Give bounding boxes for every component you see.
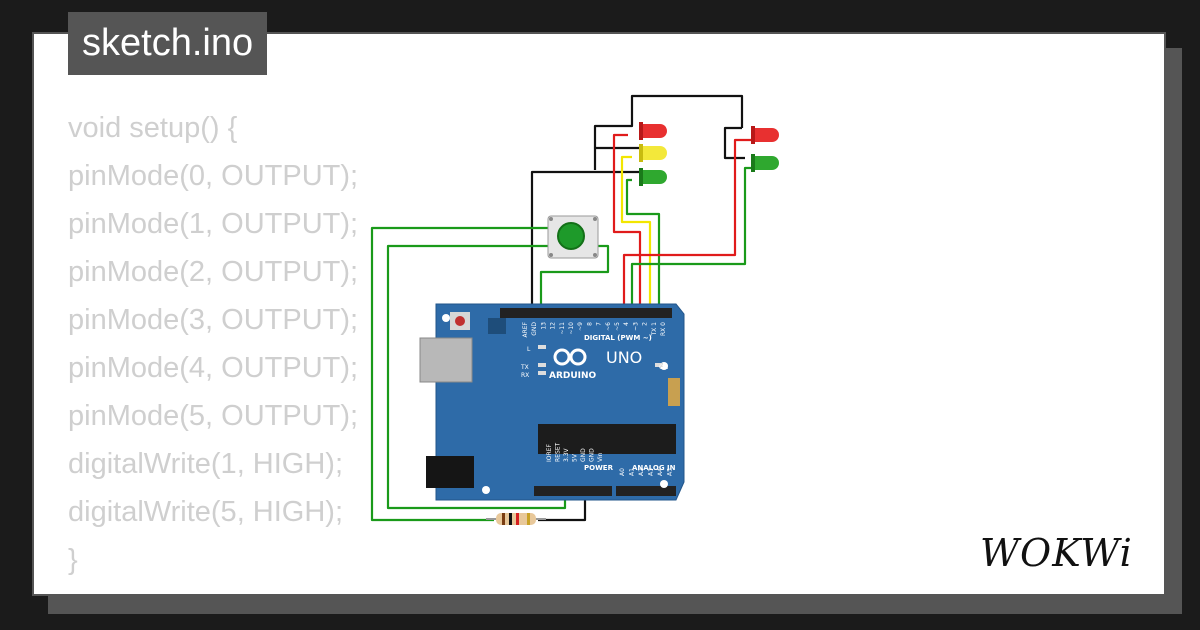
analog-label: ANALOG IN [632, 464, 676, 472]
led-red[interactable] [639, 122, 667, 140]
pin-label: GND [580, 448, 587, 462]
circuit-diagram: UNO ARDUINO DIGITAL (PWM ~) POWER ANALOG… [370, 94, 779, 525]
pin-label: 13 [540, 322, 547, 330]
wire-green [386, 244, 567, 510]
pin-label: A0 [619, 468, 626, 476]
pin-label: TX 1 [651, 322, 658, 337]
code-line: pinMode(4, OUTPUT); [68, 352, 359, 384]
wire-red [622, 138, 752, 314]
pin-label: 2 [642, 322, 649, 326]
wire-black [530, 170, 640, 312]
led-yellow[interactable] [639, 144, 667, 162]
wire-green [625, 178, 661, 314]
wire-green [630, 166, 752, 314]
led-label: RX [521, 372, 529, 379]
wire-black [593, 94, 744, 148]
wokwi-logo-icon: WOKWi [980, 531, 1133, 575]
led-green[interactable] [639, 168, 667, 186]
led-label: TX [520, 364, 529, 371]
led-green[interactable] [751, 154, 779, 172]
code-line: pinMode(1, OUTPUT); [68, 208, 359, 240]
pin-label: ~10 [568, 322, 575, 335]
code-line: pinMode(5, OUTPUT); [68, 400, 359, 432]
board-model: UNO [606, 348, 642, 367]
led-label: ON [659, 364, 668, 371]
code-line: pinMode(2, OUTPUT); [68, 256, 359, 288]
pin-label: ~6 [605, 322, 612, 331]
code-line: digitalWrite(5, HIGH); [68, 496, 344, 528]
wire-green [539, 244, 610, 312]
led-red[interactable] [751, 126, 779, 144]
wire-yellow [620, 155, 652, 314]
code-line: pinMode(0, OUTPUT); [68, 160, 359, 192]
pin-label: ~9 [577, 322, 584, 331]
pin-label: 12 [550, 322, 557, 330]
wire-red [612, 133, 642, 314]
power-label: POWER [584, 464, 614, 472]
wire-black [593, 146, 640, 170]
resistor [486, 513, 546, 525]
led-label: L [527, 346, 531, 353]
code-listing: void setup() { pinMode(0, OUTPUT); pinMo… [68, 104, 408, 584]
board-brand: ARDUINO [549, 371, 597, 381]
pin-label: A3 [648, 468, 655, 476]
pin-label: ~11 [559, 322, 566, 335]
pin-label: A5 [667, 468, 674, 476]
code-line: } [68, 544, 78, 576]
pin-label: A1 [629, 468, 636, 476]
pin-label: 4 [623, 322, 630, 326]
digital-label: DIGITAL (PWM ~) [584, 334, 652, 342]
pin-label: ~3 [632, 322, 639, 331]
wire-black [538, 492, 587, 522]
pin-label: 5V [572, 453, 579, 462]
pin-label: GND [531, 322, 538, 336]
file-tab[interactable]: sketch.ino [68, 12, 268, 75]
pin-label: Vin [597, 452, 604, 462]
wire-green [370, 226, 548, 522]
code-line: void setup() { [68, 112, 238, 144]
pin-label: AREF [522, 321, 529, 337]
pin-label: 7 [596, 322, 603, 326]
pin-label: GND [589, 448, 596, 462]
pin-label: 3.3V [563, 447, 570, 462]
pin-label: 8 [586, 322, 593, 326]
pin-label: A2 [638, 468, 645, 476]
pin-label: ~5 [614, 322, 621, 331]
pin-label: A4 [657, 468, 664, 476]
pin-label: RX 0 [660, 322, 667, 336]
pin-label: IOREF [546, 444, 553, 462]
arduino-infinity-icon [553, 348, 587, 366]
code-line: digitalWrite(1, HIGH); [68, 448, 344, 480]
pushbutton[interactable] [547, 215, 599, 259]
wokwi-logo-text: WOKWi [980, 531, 1133, 575]
code-line: pinMode(3, OUTPUT); [68, 304, 359, 336]
arduino-uno-board [419, 303, 685, 501]
pin-label: RESET [555, 442, 562, 462]
